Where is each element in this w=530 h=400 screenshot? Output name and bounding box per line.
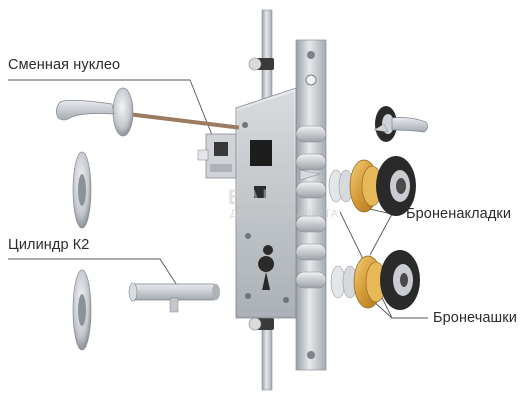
nucleo-module xyxy=(197,133,237,179)
lock-faceplate xyxy=(295,39,327,371)
left-handle xyxy=(56,87,240,137)
leader-armor-cups-2 xyxy=(371,299,428,319)
lock-body xyxy=(235,87,297,319)
left-rosettes xyxy=(72,151,92,351)
label-replaceable-nucleo: Сменная нуклео xyxy=(8,57,121,73)
label-armor-plates: Броненакладки xyxy=(406,206,512,222)
label-cylinder-k2: Цилиндр К2 xyxy=(8,237,90,253)
cylinder-k2 xyxy=(128,282,220,313)
label-armor-cups: Бронечашки xyxy=(433,310,517,326)
lock-bolts xyxy=(295,125,327,289)
leader-cylinder xyxy=(8,258,181,291)
leader-armor-plates-2 xyxy=(369,213,402,256)
upper-armor-assembly xyxy=(328,156,416,216)
lower-armor-assembly xyxy=(330,250,420,310)
leader-nucleo xyxy=(8,79,215,141)
right-handle xyxy=(373,106,428,142)
